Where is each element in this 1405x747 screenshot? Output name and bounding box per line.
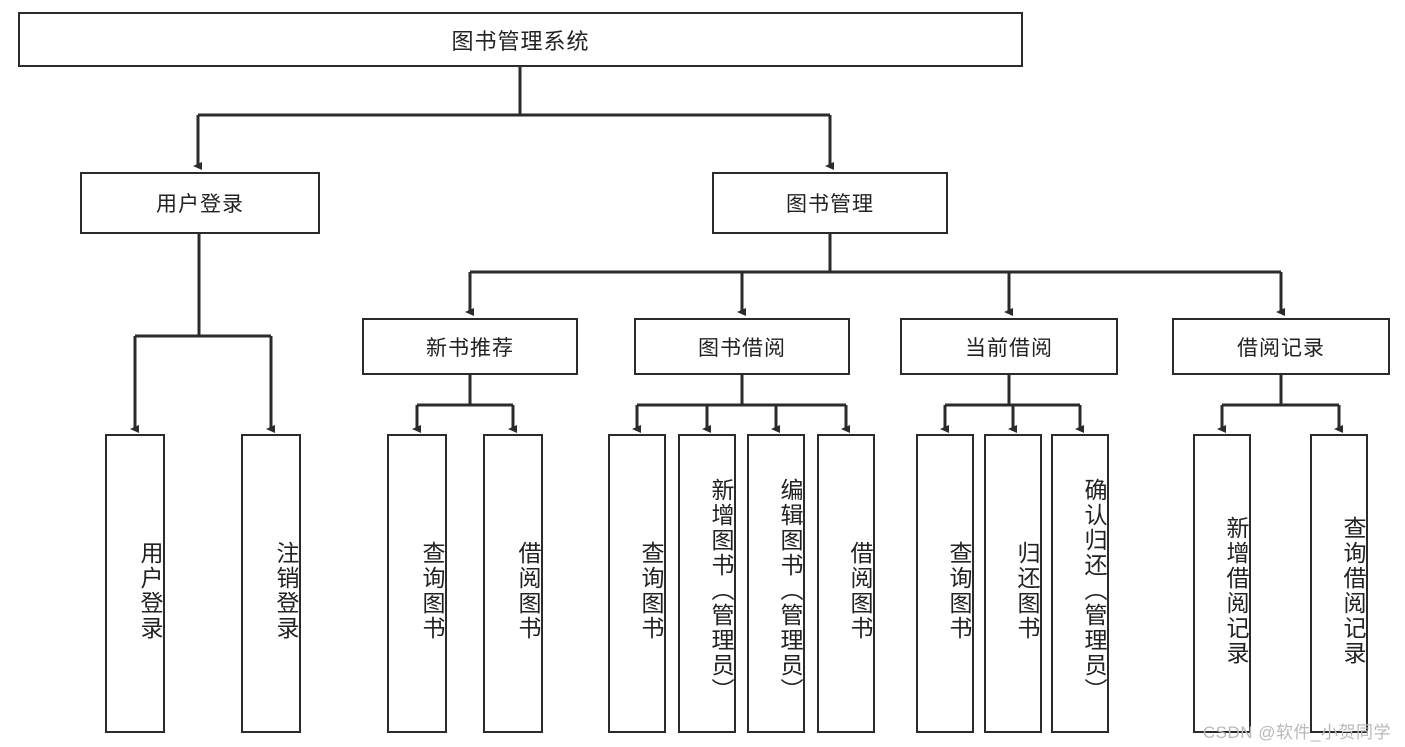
leaf-nb-query-book-label: 查询图书 [419,540,445,641]
node-new-book-recommend-label: 新书推荐 [426,336,514,360]
node-borrow-record[interactable]: 借阅记录 [1172,318,1390,375]
leaf-bb-add-book-label: 新增图书（管理员） [708,478,734,703]
node-book-borrow[interactable]: 图书借阅 [634,318,850,375]
leaf-logout-label: 注销登录 [273,540,299,641]
leaf-logout[interactable]: 注销登录 [241,434,301,733]
leaf-br-add-record[interactable]: 新增借阅记录 [1193,434,1251,733]
leaf-user-login[interactable]: 用户登录 [105,434,165,733]
leaf-cb-confirm-return[interactable]: 确认归还（管理员） [1051,434,1109,733]
node-root-label: 图书管理系统 [451,28,590,54]
node-current-borrow-label: 当前借阅 [965,336,1053,360]
node-current-borrow[interactable]: 当前借阅 [900,318,1118,375]
leaf-cb-query-book-label: 查询图书 [946,540,972,641]
node-user-login[interactable]: 用户登录 [80,172,320,234]
leaf-br-query-record-label: 查询借阅记录 [1340,515,1366,666]
watermark: CSDN @软件_小贺同学 [1202,723,1391,742]
node-book-management[interactable]: 图书管理 [712,172,948,234]
leaf-nb-borrow-book-label: 借阅图书 [515,540,541,641]
leaf-bb-edit-book-label: 编辑图书（管理员） [777,478,803,703]
leaf-br-add-record-label: 新增借阅记录 [1223,515,1249,666]
leaf-bb-edit-book[interactable]: 编辑图书（管理员） [747,434,805,733]
leaf-cb-return-book-label: 归还图书 [1014,540,1040,641]
node-book-borrow-label: 图书借阅 [698,336,786,360]
leaf-cb-query-book[interactable]: 查询图书 [916,434,974,733]
leaf-nb-query-book[interactable]: 查询图书 [387,434,447,733]
node-borrow-record-label: 借阅记录 [1237,336,1325,360]
leaf-bb-query-book[interactable]: 查询图书 [608,434,666,733]
leaf-nb-borrow-book[interactable]: 借阅图书 [483,434,543,733]
leaf-br-query-record[interactable]: 查询借阅记录 [1310,434,1368,733]
node-book-management-label: 图书管理 [786,193,874,216]
leaf-cb-return-book[interactable]: 归还图书 [984,434,1042,733]
node-user-login-label: 用户登录 [156,193,244,216]
leaf-cb-confirm-return-label: 确认归还（管理员） [1081,478,1107,703]
leaf-bb-borrow-book[interactable]: 借阅图书 [817,434,875,733]
leaf-bb-add-book[interactable]: 新增图书（管理员） [678,434,736,733]
node-root[interactable]: 图书管理系统 [18,12,1023,67]
leaf-bb-borrow-book-label: 借阅图书 [847,540,873,641]
leaf-user-login-label: 用户登录 [137,540,163,641]
leaf-bb-query-book-label: 查询图书 [638,540,664,641]
node-new-book-recommend[interactable]: 新书推荐 [362,318,578,375]
